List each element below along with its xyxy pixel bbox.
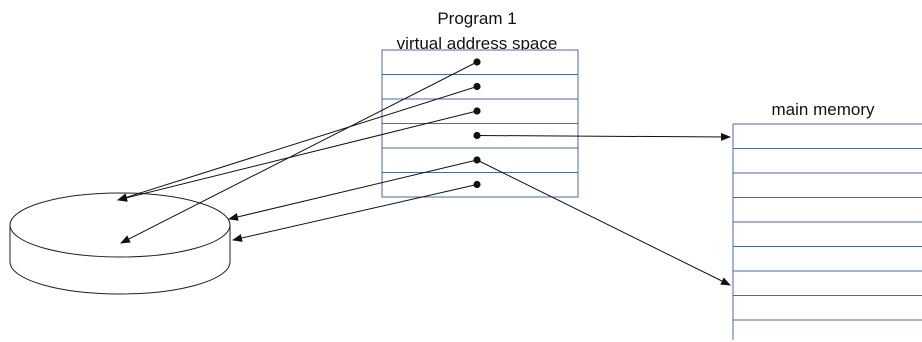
mapping-arrow-page-4-memory (476, 132, 731, 141)
main-memory-frames (732, 123, 922, 340)
page-pointer-dot (473, 58, 481, 66)
page-pointer-dot (473, 180, 481, 189)
page-pointer-dot (473, 131, 481, 140)
main-memory-label: main memory (772, 100, 875, 119)
page-pointer-dot (473, 107, 481, 115)
virtual-page-table (381, 49, 579, 198)
virtual-space-title: Program 1 (437, 9, 516, 28)
page-pointer-dot (473, 82, 481, 91)
disk-cylinder-icon (9, 192, 231, 295)
virtual-space-subtitle: virtual address space (397, 34, 558, 53)
mapping-arrow-page-5-disk (228, 159, 478, 221)
mapping-arrow-page-3-disk (117, 110, 478, 202)
mapping-arrow-page-1-disk (120, 61, 478, 244)
mapping-arrow-page-5-memory (476, 159, 731, 286)
page-mapping-arrows (117, 58, 731, 286)
mapping-arrow-page-6-disk (232, 184, 478, 242)
mapping-arrow-page-2-disk (117, 86, 478, 202)
